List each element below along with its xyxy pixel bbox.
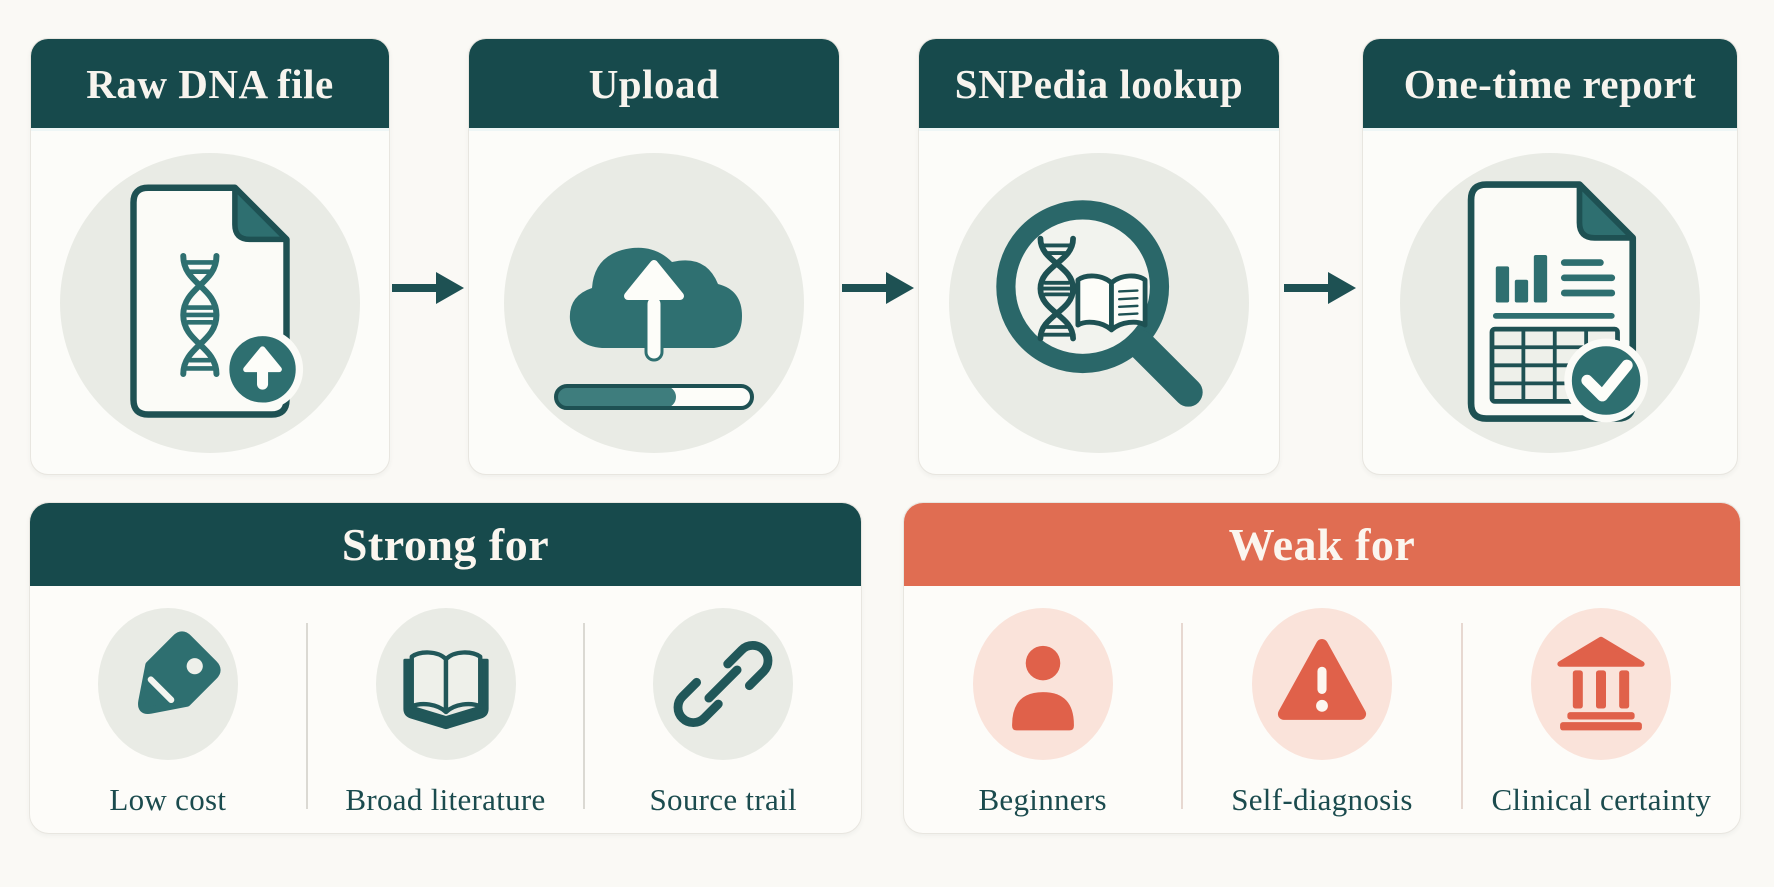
flow-card-upload: Upload <box>468 38 840 475</box>
strong-for-body: Low cost Broad literature <box>30 586 861 833</box>
flow-card-title: SNPedia lookup <box>954 60 1244 107</box>
arrow-right-icon <box>842 272 914 304</box>
tile-label: Broad literature <box>345 782 546 817</box>
tile-divider <box>1181 623 1184 809</box>
tile-divider <box>583 623 586 809</box>
price-tag-icon <box>137 631 221 714</box>
flow-card-one-time-report: One-time report <box>1362 38 1738 475</box>
flow-card-title: Raw DNA file <box>86 60 334 107</box>
icon-bubble <box>653 608 794 760</box>
flow-card-body <box>31 131 389 474</box>
icon-bubble <box>375 608 516 760</box>
tile-source-trail: Source trail <box>585 586 861 833</box>
flow-card-title: Upload <box>588 60 720 107</box>
open-book-glyph <box>1075 273 1148 332</box>
icon-bubble <box>1251 608 1392 760</box>
tile-divider <box>1460 623 1463 809</box>
icon-disc <box>949 152 1249 453</box>
strong-for-title: Strong for <box>341 519 550 570</box>
flow-card-header: One-time report <box>1363 39 1737 131</box>
report-document-check-icon <box>1467 180 1648 422</box>
icon-disc <box>1400 152 1700 453</box>
strong-for-panel: Strong for Low cost <box>29 502 862 834</box>
dna-file-upload-icon <box>130 184 304 418</box>
open-book-icon <box>402 650 489 730</box>
chain-link-icon <box>673 640 773 728</box>
tile-low-cost: Low cost <box>30 586 306 833</box>
flow-card-header: Upload <box>469 39 839 131</box>
icon-disc <box>504 152 804 453</box>
icon-bubble <box>972 608 1113 760</box>
tile-divider <box>305 623 308 809</box>
flow-card-body <box>469 131 839 474</box>
tile-clinical-certainty: Clinical certainty <box>1463 586 1740 833</box>
flow-card-body <box>1363 131 1737 474</box>
weak-for-body: Beginners Self-diagnosis <box>904 586 1740 833</box>
bar-chart-glyph <box>1495 254 1548 303</box>
arrow-right-icon <box>392 272 464 304</box>
icon-disc <box>60 152 360 453</box>
dna-book-magnifier-icon <box>996 199 1203 407</box>
tile-broad-literature: Broad literature <box>308 586 584 833</box>
warning-triangle-icon <box>1277 639 1367 720</box>
flow-card-body <box>919 131 1279 474</box>
tile-label: Self-diagnosis <box>1231 782 1413 817</box>
weak-for-header: Weak for <box>904 503 1740 586</box>
flow-card-snpedia-lookup: SNPedia lookup <box>918 38 1280 475</box>
weak-for-title: Weak for <box>1228 519 1416 570</box>
flow-card-raw-dna-file: Raw DNA file <box>30 38 390 475</box>
flow-card-header: SNPedia lookup <box>919 39 1279 131</box>
bank-icon <box>1557 636 1645 731</box>
tile-label: Source trail <box>649 782 797 817</box>
cloud-upload-icon <box>569 247 742 361</box>
tile-label: Low cost <box>109 782 227 817</box>
arrow-right-icon <box>1284 272 1356 304</box>
tile-beginners: Beginners <box>904 586 1181 833</box>
icon-bubble <box>97 608 238 760</box>
tile-label: Beginners <box>978 782 1107 817</box>
strong-for-header: Strong for <box>30 503 861 586</box>
upload-progress-bar <box>554 383 754 410</box>
tile-self-diagnosis: Self-diagnosis <box>1183 586 1460 833</box>
flow-card-header: Raw DNA file <box>31 39 389 131</box>
weak-for-panel: Weak for Beginners <box>903 502 1741 834</box>
tile-label: Clinical certainty <box>1491 782 1712 817</box>
flow-card-title: One-time report <box>1403 60 1697 107</box>
icon-bubble <box>1531 608 1672 760</box>
person-icon <box>1011 645 1074 731</box>
